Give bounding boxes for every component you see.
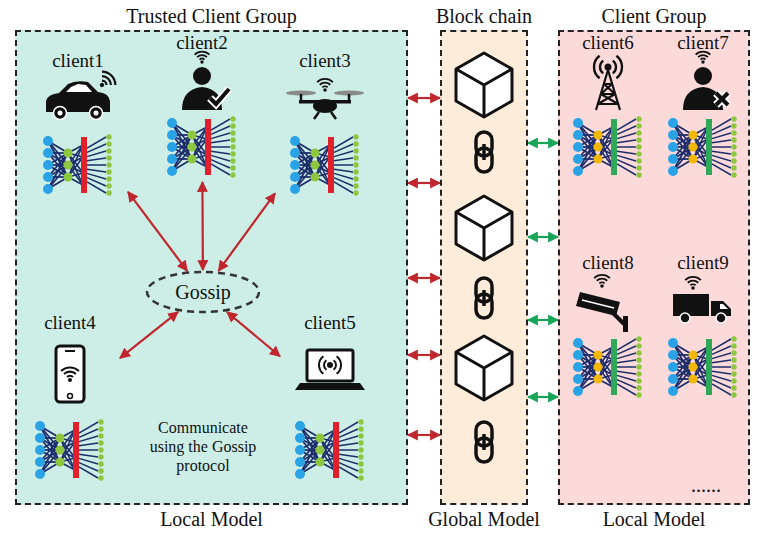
bidirectional-arrow	[408, 97, 440, 99]
protocol-name: Gossip	[175, 281, 231, 304]
client-node: client9	[658, 252, 748, 402]
bidirectional-arrow	[128, 192, 187, 271]
neural-net-symbol	[290, 134, 359, 195]
block-cube	[456, 53, 512, 117]
client-label: client2	[176, 32, 228, 53]
group-panel: Trusted Client GroupCommunicate using th…	[15, 30, 408, 505]
bidirectional-arrow	[408, 434, 440, 436]
gossip-ellipse: Gossip	[145, 270, 261, 314]
text-holder: Block chain	[382, 5, 586, 27]
client-label: client7	[677, 32, 729, 53]
bidirectional-arrow	[408, 354, 440, 356]
text-holder: Global Model	[382, 508, 586, 530]
text-holder: client6	[563, 32, 653, 53]
phone-icon	[56, 346, 84, 402]
text-holder: client1	[28, 50, 128, 71]
client-label: client5	[304, 312, 356, 333]
block-cube	[456, 336, 512, 400]
truck-icon	[673, 277, 731, 323]
client-node: client3	[275, 50, 375, 200]
client-label: client3	[299, 50, 351, 71]
text-holder: client4	[20, 312, 120, 333]
client-label: client9	[677, 252, 729, 273]
neural-net-symbol	[35, 419, 104, 480]
client-figure	[563, 32, 653, 182]
bidirectional-arrow	[201, 182, 204, 270]
personCheck-icon	[182, 52, 229, 110]
text-holder: client7	[658, 32, 748, 53]
text-holder: client3	[275, 50, 375, 71]
client-figure	[280, 312, 380, 484]
bidirectional-arrow	[408, 277, 440, 279]
client-figure	[275, 50, 375, 200]
client-figure	[658, 32, 748, 182]
client-node: client5	[280, 312, 380, 484]
neural-net-symbol	[668, 116, 737, 177]
client-label: client4	[44, 312, 96, 333]
client-figure	[658, 252, 748, 402]
client-figure	[563, 252, 653, 402]
chain-link	[476, 278, 492, 318]
bidirectional-arrow	[528, 396, 558, 398]
client-node: client6	[563, 32, 653, 182]
neural-net-symbol	[573, 116, 642, 177]
drone-icon	[286, 79, 364, 119]
chain-link	[476, 422, 492, 462]
client-node: client7	[658, 32, 748, 182]
bidirectional-arrow	[528, 142, 558, 144]
group-title: Local Model	[603, 508, 706, 530]
group-title: Block chain	[436, 5, 532, 27]
text-holder: Trusted Client Group	[0, 5, 466, 27]
bidirectional-arrow	[227, 312, 280, 356]
personX-icon	[683, 52, 728, 110]
client-node: client8	[563, 252, 653, 402]
neural-net-symbol	[668, 336, 737, 397]
client-label: client1	[52, 50, 104, 71]
client-label: client8	[582, 252, 634, 273]
group-title: Client Group	[602, 5, 707, 27]
laptop-icon	[295, 350, 365, 390]
chain-link	[476, 132, 492, 172]
panel-fill	[440, 30, 528, 505]
text-holder: client8	[563, 252, 653, 273]
bidirectional-arrow	[408, 182, 440, 184]
client-figure	[152, 32, 252, 182]
tower-icon	[594, 56, 622, 110]
text-holder: client5	[280, 312, 380, 333]
panel-fill	[15, 30, 408, 505]
client-figure	[28, 50, 128, 200]
group-title: Global Model	[428, 508, 540, 530]
bidirectional-arrow	[528, 236, 558, 238]
note-text: Communicate using the Gossip protocol	[150, 419, 257, 474]
ellipsis-label: ......	[691, 474, 721, 496]
block-cube	[456, 196, 512, 260]
text-holder: Client Group	[500, 5, 760, 27]
text-holder: ......	[676, 474, 736, 497]
bidirectional-arrow	[528, 319, 558, 321]
neural-net-symbol	[43, 134, 112, 195]
panel-fill	[558, 30, 750, 505]
client-node: client1	[28, 50, 128, 200]
neural-net-symbol	[573, 336, 642, 397]
text-holder: Local Model	[0, 508, 466, 530]
group-panel: Block chainGlobal Model	[440, 30, 528, 505]
text-holder: client9	[658, 252, 748, 273]
bidirectional-arrow	[120, 312, 178, 358]
client-label: client6	[582, 32, 634, 53]
car-icon	[46, 69, 118, 120]
text-holder: Communicate using the Gossip protocol	[147, 418, 259, 475]
bidirectional-arrow	[218, 193, 275, 270]
group-panel: Client GroupLocal Modelclient6client7cli…	[558, 30, 750, 505]
text-holder: client2	[152, 32, 252, 53]
neural-net-symbol	[295, 419, 364, 480]
client-figure	[20, 312, 120, 484]
group-title: Local Model	[160, 508, 263, 530]
neural-net-symbol	[167, 116, 236, 177]
camera-icon	[576, 275, 628, 332]
client-node: client2	[152, 32, 252, 182]
text-holder: Gossip	[145, 270, 261, 314]
group-title: Trusted Client Group	[126, 5, 296, 27]
client-node: client4	[20, 312, 120, 484]
